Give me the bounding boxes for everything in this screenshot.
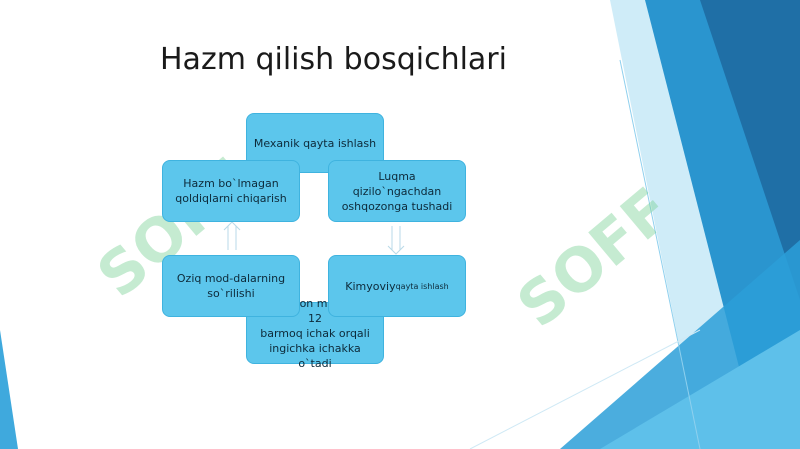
- deco-shape-left: [0, 330, 18, 449]
- cycle-step-excretion: Hazm bo`lmagan qoldiqlarni chiqarish: [162, 160, 300, 222]
- arrow-up-left: [223, 221, 241, 250]
- cycle-step-swallow: Luqma qizilo`ngachdan oshqozonga tushadi: [328, 160, 466, 222]
- cycle-step-chemical-main: Kimyoviy: [345, 279, 396, 293]
- cycle-step-absorption: Oziq mod-dalarning so`rilishi: [162, 255, 300, 317]
- cycle-step-chemical-small: qayta ishlash: [395, 281, 449, 291]
- cycle-step-chemical: Kimyoviy qayta ishlash: [328, 255, 466, 317]
- deco-shape-dark: [700, 0, 800, 300]
- deco-line: [619, 59, 701, 449]
- deco-shape-bottom-light: [600, 330, 800, 449]
- slide-title: Hazm qilish bosqichlari: [160, 42, 507, 77]
- deco-line-2: [469, 329, 701, 449]
- arrow-down-right: [387, 226, 405, 255]
